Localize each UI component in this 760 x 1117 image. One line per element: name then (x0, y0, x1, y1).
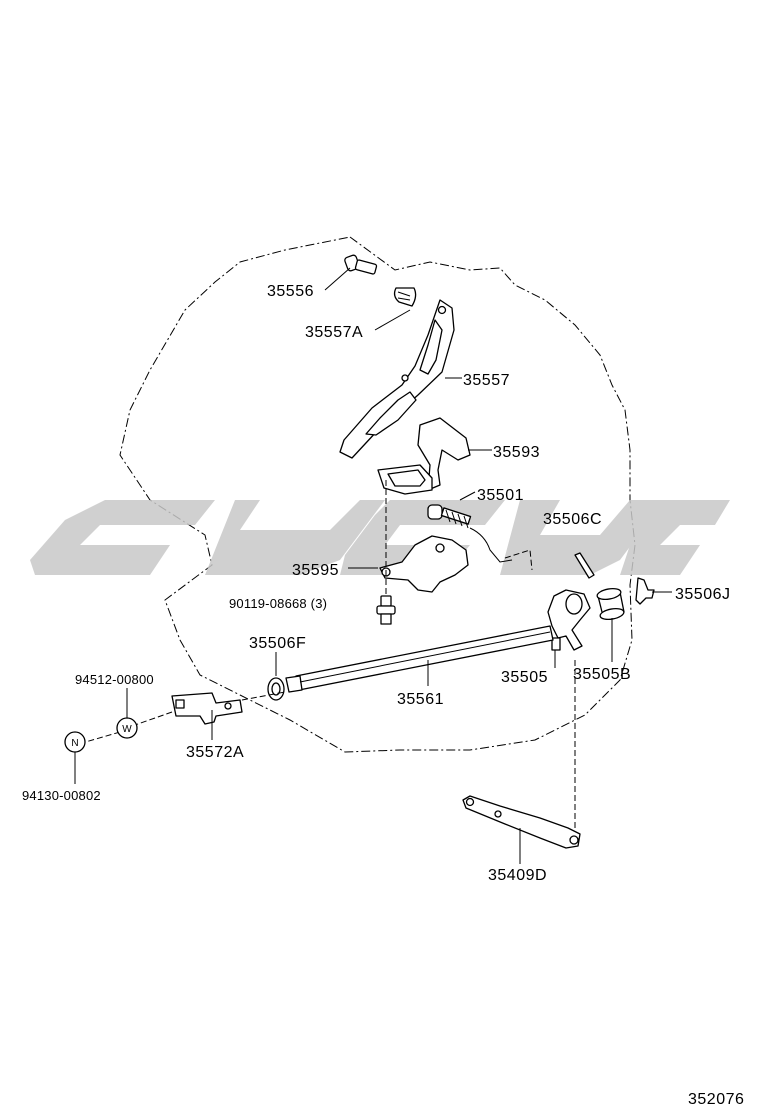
watermark-stroke-5 (620, 500, 730, 575)
part-35557-plate[interactable] (339, 299, 455, 459)
part-35409D-lever[interactable] (462, 795, 581, 849)
transmission-housing-outline (119, 236, 636, 753)
label-35556: 35556 (267, 283, 314, 300)
part-35595-bracket[interactable] (379, 535, 469, 593)
watermark-logo (30, 500, 730, 575)
label-35572A: 35572A (186, 744, 244, 761)
watermark-stroke-1 (30, 500, 215, 575)
label-35501: 35501 (477, 487, 524, 504)
part-35593-bracket[interactable] (377, 417, 471, 495)
label-35593: 35593 (493, 444, 540, 461)
label-35557A: 35557A (305, 324, 363, 341)
label-35595: 35595 (292, 562, 339, 579)
label-35557: 35557 (463, 372, 510, 389)
part-35572A-bracket[interactable] (171, 692, 243, 725)
part-35506J-clip[interactable] (635, 577, 655, 605)
part-35561-shaft[interactable] (285, 625, 554, 693)
part-35505-shift-head[interactable] (547, 589, 591, 651)
part-35505B-bushing[interactable] (596, 587, 625, 621)
label-35506J: 35506J (675, 586, 731, 603)
nut-symbol[interactable]: N (64, 731, 86, 753)
part-35506F-seal[interactable] (267, 677, 285, 701)
part-35506C-pin[interactable] (574, 552, 595, 579)
label-35505B: 35505B (573, 666, 631, 683)
label-35506C: 35506C (543, 511, 602, 528)
label-35505: 35505 (501, 669, 548, 686)
diagram-number: 352076 (688, 1091, 744, 1108)
label-35561: 35561 (397, 691, 444, 708)
nut-letter: N (71, 738, 78, 749)
washer-letter: W (122, 724, 132, 735)
part-35557A-clip[interactable] (393, 287, 417, 307)
part-90119-bolt[interactable] (376, 595, 396, 625)
label-94512: 94512-00800 (75, 672, 154, 687)
label-94130: 94130-00802 (22, 788, 101, 803)
watermark-stroke-2 (205, 500, 385, 575)
label-35506F: 35506F (249, 635, 306, 652)
label-35409D: 35409D (488, 867, 547, 884)
part-35556-bolt[interactable] (344, 254, 378, 275)
washer-symbol[interactable]: W (116, 717, 138, 739)
watermark-stroke-4 (500, 500, 665, 575)
label-90119: 90119-08668 (3) (229, 596, 327, 611)
part-35501-rod[interactable] (427, 504, 513, 563)
